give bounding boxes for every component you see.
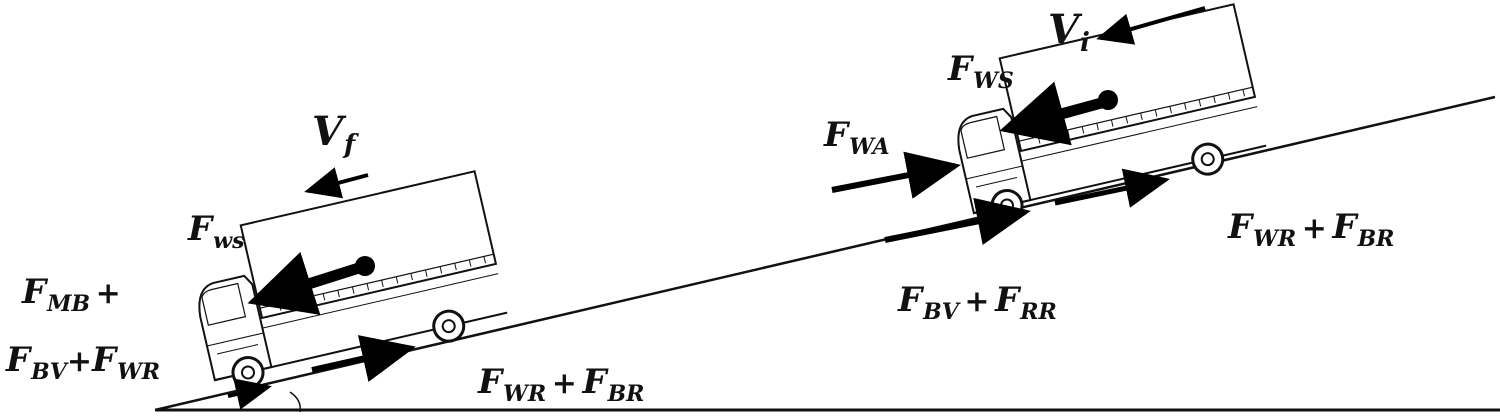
label-fwa: FWA <box>824 115 890 160</box>
fws-arrow-lower <box>247 251 364 315</box>
fws-arrow-upper <box>999 81 1107 146</box>
friction-arrow-lower-rear <box>227 378 272 410</box>
label-fwr-fbr-lower: FWR + FBR <box>478 362 645 407</box>
label-fws-upper: FWS <box>948 49 1014 94</box>
friction-arrow-lower-front <box>311 335 416 382</box>
label-vi: Vi <box>1048 6 1090 58</box>
fwa-arrow <box>831 151 961 199</box>
slope-angle-arc <box>289 391 302 413</box>
friction-arrow-upper-rear <box>884 197 1031 245</box>
label-fws-lower: Fws <box>188 209 245 254</box>
label-vf: Vf <box>312 108 356 160</box>
friction-arrow-upper-front <box>1054 168 1170 208</box>
vi-arrow <box>1096 6 1206 45</box>
label-fbv-fwr: FBV+FWR <box>6 340 161 385</box>
label-fbv-frr: FBV + FRR <box>898 280 1057 325</box>
label-fmb: FMB + <box>22 272 121 317</box>
vf-arrow <box>304 167 369 199</box>
label-fwr-fbr-upper: FWR + FBR <box>1228 207 1395 252</box>
